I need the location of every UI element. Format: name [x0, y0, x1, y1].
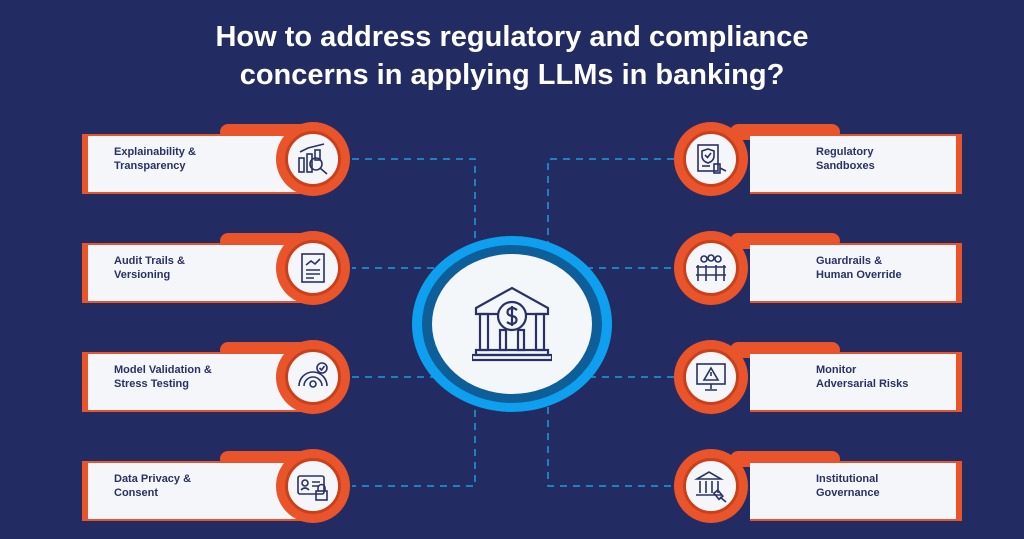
card-label-line: Transparency: [114, 160, 186, 172]
card-label-line: Guardrails &: [816, 255, 883, 267]
card-label: Model Validation & Stress Testing: [114, 363, 212, 391]
center-hub: [412, 236, 612, 412]
card-label-line: Regulatory: [816, 146, 874, 158]
card-label-line: Monitor: [816, 364, 857, 376]
report-document-icon: [301, 253, 325, 283]
card-explainability-transparency: Explainability & Transparency: [80, 122, 400, 212]
id-card-lock-icon: [297, 475, 328, 501]
title-line-1: How to address regulatory and compliance: [215, 21, 809, 53]
card-label-line: Explainability &: [114, 146, 196, 158]
card-label: Audit Trails & Versioning: [114, 254, 185, 282]
card-audit-trails: Audit Trails & Versioning: [80, 231, 400, 321]
chart-magnifier-icon: [298, 143, 328, 175]
card-label: Guardrails & Human Override: [816, 254, 902, 282]
gauge-check-icon: [298, 362, 328, 388]
card-label-line: Human Override: [816, 269, 902, 281]
card-label-line: Sandboxes: [816, 160, 875, 172]
card-data-privacy: Data Privacy & Consent: [80, 449, 400, 539]
card-label-line: Model Validation &: [114, 364, 212, 376]
card-model-validation: Model Validation & Stress Testing: [80, 340, 400, 430]
building-gavel-icon: [694, 471, 727, 503]
page-title: How to address regulatory and compliance…: [0, 18, 1024, 94]
card-label-line: Audit Trails &: [114, 255, 185, 267]
people-fence-icon: [696, 254, 726, 281]
card-guardrails-human-override: Guardrails & Human Override: [660, 231, 980, 321]
card-label: Data Privacy & Consent: [114, 472, 191, 500]
card-label-line: Governance: [816, 487, 880, 499]
card-label: Explainability & Transparency: [114, 145, 196, 173]
bank-dollar-icon: [472, 286, 552, 362]
monitor-warning-icon: [696, 363, 726, 391]
card-label-line: Adversarial Risks: [816, 378, 909, 390]
card-label-line: Versioning: [114, 269, 171, 281]
document-shield-gavel-icon: [697, 144, 727, 174]
title-line-2: concerns in applying LLMs in banking?: [239, 59, 785, 91]
card-label-line: Institutional: [816, 473, 879, 485]
card-label-line: Stress Testing: [114, 378, 189, 390]
card-label-line: Consent: [114, 487, 158, 499]
card-label-line: Data Privacy &: [114, 473, 192, 485]
